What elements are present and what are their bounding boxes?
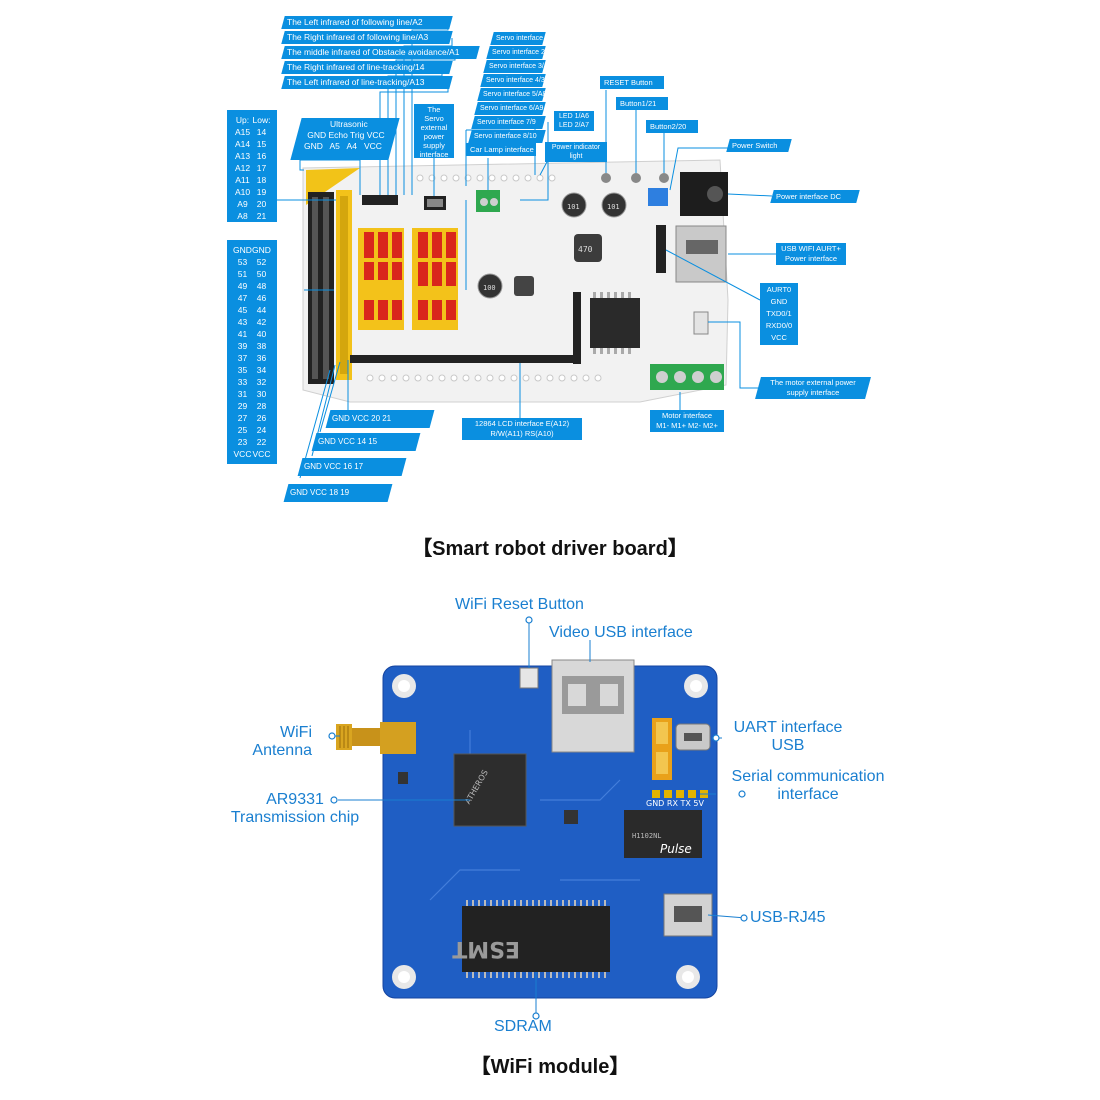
label-uart: UART interface USB [733,719,843,754]
wifi-reset-button-body [519,667,539,689]
power-switch-body [648,188,668,206]
sdram-chip [462,906,610,972]
label-uart-pins: AURT0 GND TXD0/1 RXD0/0 VCC [760,283,798,345]
bottom-holes [366,374,602,382]
servo-interface-4: Servo interface 4/3 [480,74,546,87]
cap-1-mark: 101 [567,203,580,211]
button2-cap [659,173,669,183]
cap-3-mark: 100 [483,284,496,292]
label-motor-power: The motor external power supply interfac… [755,377,871,399]
label-ar9331: AR9331 Transmission chip [230,791,360,826]
reset-button-cap [601,173,611,183]
main-pin-header-holes [312,197,329,379]
label-button1: Button1/21 [616,97,668,110]
serial-pin-silkscreen: GND RX TX 5V [646,799,704,808]
motor-driver-chip [590,298,640,348]
label-gnd-vcc-14-15: GND VCC 14 15 [311,433,421,451]
label-video-usb: Video USB interface [549,624,693,641]
uart-pin-1: GND [770,297,788,306]
ultrasonic-pins-row1: GND Echo Trig VCC [307,130,385,140]
label-ultrasonic: Ultrasonic GND Echo Trig VCC GND A5 A4 V… [290,118,400,160]
ultrasonic-pins-row2: GND A5 A4 VCC [304,141,382,151]
label-wifi-antenna: WiFi Antenna [252,724,312,759]
servo-interface-1: Servo interface 1/11 [490,32,558,45]
vertical-header [573,292,581,364]
label-right-infrared-following: The Right infrared of following line/A3 [281,31,453,44]
servo-interface-3: Servo interface 3/4 [483,60,548,73]
inductor-mark: 470 [578,245,593,254]
pin-table-up-low-header: Up:Low: [235,115,271,125]
mounting-holes [392,674,708,989]
label-left-infrared-following: The Left infrared of following line/A2 [281,16,453,29]
servo-interface-5: Servo interface 5/A8 [477,88,546,101]
capacitor-3 [477,273,503,299]
uart-header [656,225,666,273]
servo-interface-2: Servo interface 2/2 [486,46,551,59]
inductor-470 [574,234,602,262]
driver-board-title: 【Smart robot driver board】 [412,538,688,560]
wifi-module-title: 【WiFi module】 [470,1056,630,1078]
label-usb-wifi: USB WIFI AURT+ Power interface [776,243,846,265]
antenna-connector [336,722,416,754]
label-led: LED 1/A6 LED 2/A7 [554,111,594,131]
uart-pin-2: TXD0/1 [766,309,792,318]
lcd-header [350,355,578,363]
label-gnd-vcc-16-17: GND VCC 16 17 [297,458,407,476]
ultrasonic-title: Ultrasonic [329,119,368,129]
wifi-module-illustration: ATHEROS GND RX TX 5V Pulse H110 [328,616,748,1020]
red-header-rows [364,232,402,320]
motor-power-header [693,311,709,335]
label-power-indicator: Power indicator light [545,142,607,162]
servo-interface-8: Servo interface 8/10 [468,130,546,143]
label-reset-button: RESET Button [600,76,664,89]
driver-board-illustration: 101 101 100 470 [275,22,776,479]
esmt-mark: ESMT [452,936,520,961]
label-left-infrared-tracking: The Left infrared of line-tracking/A13 [281,76,453,89]
button1-cap [631,173,641,183]
label-power-switch: Power Switch [726,139,792,152]
label-gnd-vcc-18-19: GND VCC 18 19 [283,484,393,502]
uart-pin-3: RXD0/0 [765,321,793,330]
pulse-mark: Pulse [660,842,692,856]
label-motor-interface: Motor interface M1- M1+ M2- M2+ [650,410,724,432]
label-power-dc: Power interface DC [770,190,860,203]
label-serial: Serial communication interface [731,768,885,803]
top-holes [416,174,556,182]
capacitor-1 [561,192,587,218]
label-sdram: SDRAM [494,1018,552,1035]
ar9331-chip [453,753,527,827]
servo-interface-list: Servo interface 1/11 Servo interface 2/2… [466,32,558,143]
label-right-infrared-tracking: The Right infrared of line-tracking/14 [281,61,453,74]
label-car-lamp: Car Lamp interface [466,143,536,156]
cap-2-mark: 101 [607,203,620,211]
label-middle-infrared-obstacle: The middle infrared of Obstacle avoidanc… [281,46,480,59]
ultrasonic-header [362,195,398,205]
servo-interface-6: Servo interface 6/A9 [474,102,546,115]
uart-pin-0: AURT0 [766,285,792,294]
label-gnd-vcc-20-21: GND VCC 20 21 [325,410,435,428]
label-wifi-reset: WiFi Reset Button [455,596,584,613]
main-pin-header [308,192,334,384]
car-lamp-terminal [476,190,500,212]
servo-interface-7: Servo interface 7/9 [471,116,546,129]
capacitor-2 [601,192,627,218]
pulse-part-mark: H1102NL [632,832,662,840]
inductor-2 [514,276,534,296]
pulse-transformer [624,810,702,858]
label-servo-power: The Servo external power supply interfac… [414,104,454,159]
label-usb-rj45: USB-RJ45 [750,909,826,926]
uart-pin-4: VCC [771,333,787,342]
label-lcd-interface: 12864 LCD interface E(A12) R/W(A11) RS(A… [462,418,582,440]
label-button2: Button2/20 [646,120,698,133]
